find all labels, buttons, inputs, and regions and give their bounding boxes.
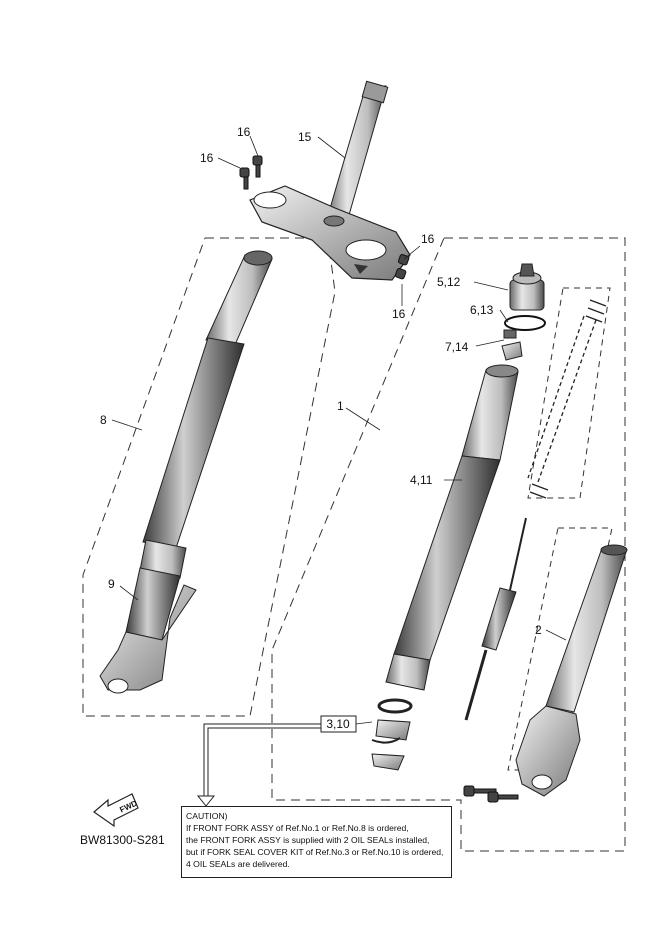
front-fork-2 [515, 544, 628, 797]
callout-9: 9 [108, 577, 115, 591]
caution-line: the FRONT FORK ASSY is supplied with 2 O… [186, 835, 430, 845]
callout-7-14: 7,14 [445, 340, 469, 354]
callout-2: 2 [535, 623, 542, 637]
callout-5-12: 5,12 [437, 275, 461, 289]
axle-bolt [463, 785, 519, 803]
callout-16: 16 [421, 232, 435, 246]
caution-line: 4 OIL SEALs are delivered. [186, 859, 290, 869]
callout-16: 16 [237, 125, 251, 139]
callout-15: 15 [298, 130, 312, 144]
callout-16: 16 [200, 151, 214, 165]
o-ring-6-13 [504, 315, 546, 331]
outer-tube-4-11 [385, 364, 519, 691]
callout-16: 16 [392, 307, 406, 321]
diagram-code: BW81300-S281 [80, 833, 165, 847]
cap-bolt-5-12 [509, 263, 545, 311]
front-fork-8 [99, 250, 273, 694]
callout-1: 1 [337, 399, 344, 413]
fork-spring [527, 299, 607, 499]
oil-seal-3-10 [371, 698, 413, 771]
caution-title: CAUTION) [186, 811, 228, 821]
callout-6-13: 6,13 [470, 303, 494, 317]
assembly-outline-1 [271, 237, 626, 852]
damper-rod [464, 517, 527, 721]
fwd-arrow-icon: FWD [93, 793, 139, 828]
callout-4-11: 4,11 [410, 473, 433, 487]
callout-8: 8 [100, 413, 107, 427]
leader-lines [111, 135, 567, 725]
ref-box-label: 3,10 [326, 717, 350, 731]
caution-note: CAUTION) If FRONT FORK ASSY of Ref.No.1 … [181, 806, 452, 878]
ref-box-3-10 [196, 715, 357, 807]
upper-bracket [249, 185, 411, 281]
bolt-16 [239, 155, 410, 280]
caution-line: but if FORK SEAL COVER KIT of Ref.No.3 o… [186, 847, 444, 857]
caution-line: If FRONT FORK ASSY of Ref.No.1 or Ref.No… [186, 823, 409, 833]
steering-stem-15 [325, 80, 389, 223]
washer-7-14 [501, 329, 523, 361]
